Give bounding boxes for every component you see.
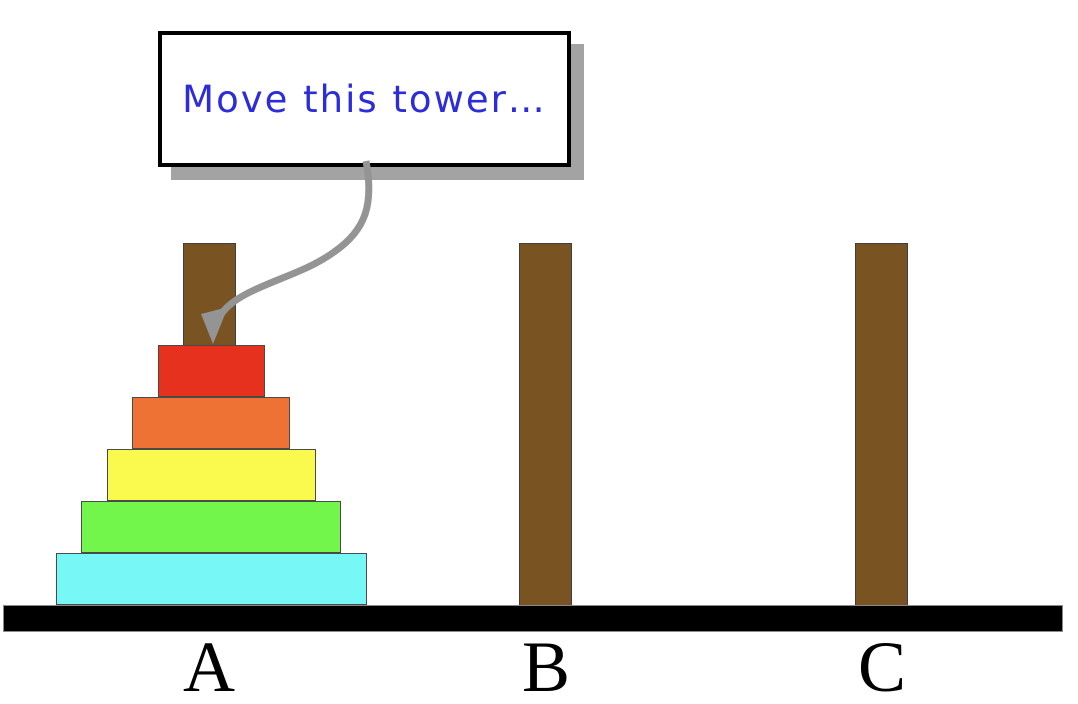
disk-3 (106, 449, 316, 501)
base-bar (3, 605, 1063, 632)
callout-text: Move this tower… (182, 77, 547, 121)
callout-box: Move this tower… (158, 31, 571, 167)
disk-4 (81, 501, 341, 553)
disk-5-largest (55, 553, 367, 605)
peg-label-c: C (857, 627, 907, 704)
peg-b (519, 243, 572, 606)
disk-1-smallest (157, 345, 265, 397)
peg-label-b: B (521, 627, 571, 704)
peg-c (855, 243, 908, 606)
disk-2 (132, 397, 290, 449)
peg-label-a: A (183, 627, 235, 704)
